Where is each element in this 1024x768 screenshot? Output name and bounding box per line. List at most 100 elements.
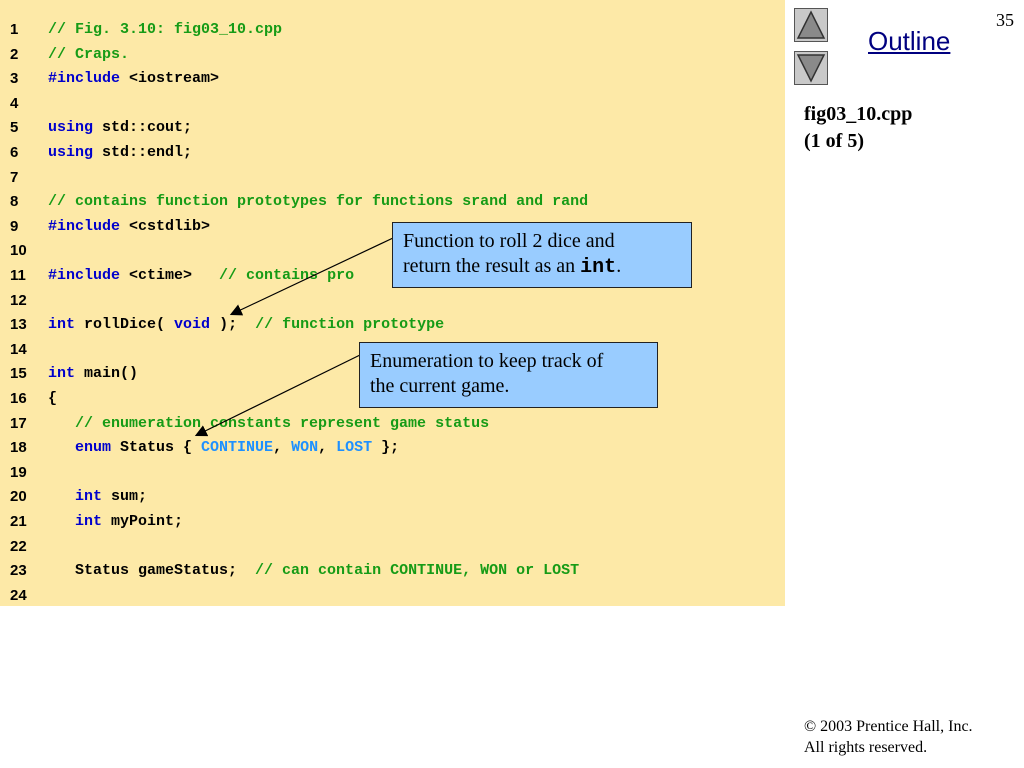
line-number: 16 bbox=[10, 390, 27, 407]
previous-slide-button[interactable] bbox=[794, 8, 828, 42]
line-number: 19 bbox=[10, 463, 27, 481]
code-token: , bbox=[273, 439, 292, 457]
outline-link[interactable]: Outline bbox=[868, 26, 951, 56]
code-token: // contains function prototypes for func… bbox=[48, 193, 589, 211]
code-line: 14 bbox=[0, 338, 785, 363]
code-line: 22 bbox=[0, 535, 785, 560]
code-token: int bbox=[48, 316, 76, 334]
next-slide-button[interactable] bbox=[794, 51, 828, 85]
code-token: , bbox=[318, 439, 337, 457]
code-token: using bbox=[48, 144, 94, 161]
code-token: // function prototype bbox=[255, 316, 445, 334]
callout-code: int bbox=[580, 256, 617, 279]
enum-callout: Enumeration to keep track of the current… bbox=[359, 342, 658, 408]
code-text: int rollDice( void ); // function protot… bbox=[48, 313, 444, 338]
code-text: using std::endl; bbox=[48, 141, 192, 166]
code-text: enum Status { CONTINUE, WON, LOST }; bbox=[48, 436, 399, 461]
line-number: 10 bbox=[10, 242, 27, 260]
code-token: LOST bbox=[336, 439, 373, 457]
file-part: (1 of 5) bbox=[804, 130, 864, 152]
line-number: 24 bbox=[10, 586, 27, 604]
code-token: { bbox=[48, 390, 58, 407]
line-number: 14 bbox=[10, 340, 27, 358]
code-line: 20 int sum; bbox=[0, 485, 785, 510]
code-line: 4 bbox=[0, 92, 785, 117]
code-line: 16 { bbox=[0, 387, 785, 412]
code-line: 8// contains function prototypes for fun… bbox=[0, 190, 785, 215]
code-token: // Craps. bbox=[48, 45, 130, 63]
line-number: 6 bbox=[10, 144, 19, 161]
code-text: Status gameStatus; // can contain CONTIN… bbox=[48, 559, 579, 584]
code-token bbox=[48, 513, 75, 530]
line-number: 23 bbox=[10, 562, 27, 580]
code-token: // can contain CONTINUE, WON or LOST bbox=[255, 562, 580, 580]
code-line: 12 bbox=[0, 289, 785, 314]
code-token: // contains pro bbox=[219, 267, 355, 284]
line-number: 15 bbox=[10, 365, 27, 383]
code-token: // Fig. 3.10: fig03_10.cpp bbox=[48, 21, 283, 38]
line-number: 11 bbox=[10, 267, 26, 284]
code-token: rollDice( bbox=[75, 316, 175, 334]
code-token: using bbox=[48, 119, 94, 137]
code-token bbox=[48, 439, 75, 456]
code-line: 1 // Fig. 3.10: fig03_10.cpp bbox=[0, 18, 785, 43]
callout-text: the current game. bbox=[370, 375, 510, 397]
page-number: 35 bbox=[996, 10, 1014, 30]
line-number: 2 bbox=[10, 45, 19, 63]
line-number: 1 bbox=[10, 21, 19, 38]
code-text: using std::cout; bbox=[48, 116, 192, 141]
line-number: 4 bbox=[10, 94, 19, 112]
code-line: 7 bbox=[0, 166, 785, 191]
code-line: 21 int myPoint; bbox=[0, 510, 785, 535]
code-line: 2 // Craps. bbox=[0, 43, 785, 68]
code-line: 13 int rollDice( void ); // function prot… bbox=[0, 313, 785, 338]
copyright-line: © 2003 Prentice Hall, Inc. bbox=[804, 718, 973, 735]
code-token: #include bbox=[48, 70, 121, 88]
code-token: std::cout; bbox=[93, 119, 193, 137]
code-text: #include <ctime> // contains pro bbox=[48, 264, 354, 289]
line-number: 5 bbox=[10, 119, 19, 137]
line-number: 17 bbox=[10, 414, 27, 432]
code-line: 19 bbox=[0, 461, 785, 486]
code-token bbox=[48, 488, 75, 505]
line-number: 21 bbox=[10, 513, 27, 530]
file-name: fig03_10.cpp bbox=[804, 103, 913, 125]
callout-text: Enumeration to keep track of bbox=[370, 350, 604, 372]
line-number: 7 bbox=[10, 168, 19, 186]
code-token: }; bbox=[372, 439, 400, 457]
code-text: // Craps. bbox=[48, 43, 129, 68]
line-number: 13 bbox=[10, 316, 27, 334]
line-number: 9 bbox=[10, 217, 19, 235]
code-token: void bbox=[174, 316, 211, 334]
code-token: sum; bbox=[102, 488, 148, 506]
code-text: { bbox=[48, 387, 57, 412]
code-text: int main() bbox=[48, 362, 138, 387]
code-token: int bbox=[75, 513, 103, 530]
code-token: int bbox=[75, 488, 103, 506]
line-number: 22 bbox=[10, 537, 27, 555]
code-token: int bbox=[48, 365, 76, 383]
file-info: fig03_10.cpp (1 of 5) bbox=[804, 101, 912, 155]
code-token: Status { bbox=[111, 439, 202, 457]
code-line: 9#include <cstdlib> bbox=[0, 215, 785, 240]
code-token: myPoint; bbox=[102, 513, 184, 530]
callout-text: Function to roll 2 dice and bbox=[403, 230, 615, 252]
copyright-line: All rights reserved. bbox=[804, 739, 928, 756]
code-token: #include bbox=[48, 217, 121, 235]
code-line: 5 using std::cout; bbox=[0, 116, 785, 141]
code-line: 18 enum Status { CONTINUE, WON, LOST }; bbox=[0, 436, 785, 461]
roll-dice-callout: Function to roll 2 dice and return the r… bbox=[392, 222, 692, 288]
line-number: 18 bbox=[10, 439, 27, 457]
code-line: 15 int main() bbox=[0, 362, 785, 387]
code-text: // contains function prototypes for func… bbox=[48, 190, 588, 215]
code-token: main() bbox=[75, 365, 139, 383]
code-token: std::endl; bbox=[93, 144, 193, 161]
code-line: 23 Status gameStatus; // can contain CON… bbox=[0, 559, 785, 584]
code-text: // enumeration constants represent game … bbox=[48, 412, 489, 437]
callout-text: return the result as an bbox=[403, 255, 581, 277]
code-token: Status gameStatus; bbox=[48, 562, 256, 580]
triangle-up-icon bbox=[796, 10, 826, 39]
code-line: 10 bbox=[0, 239, 785, 264]
code-line: 3#include <iostream> bbox=[0, 67, 785, 92]
code-text: #include <iostream> bbox=[48, 67, 219, 92]
